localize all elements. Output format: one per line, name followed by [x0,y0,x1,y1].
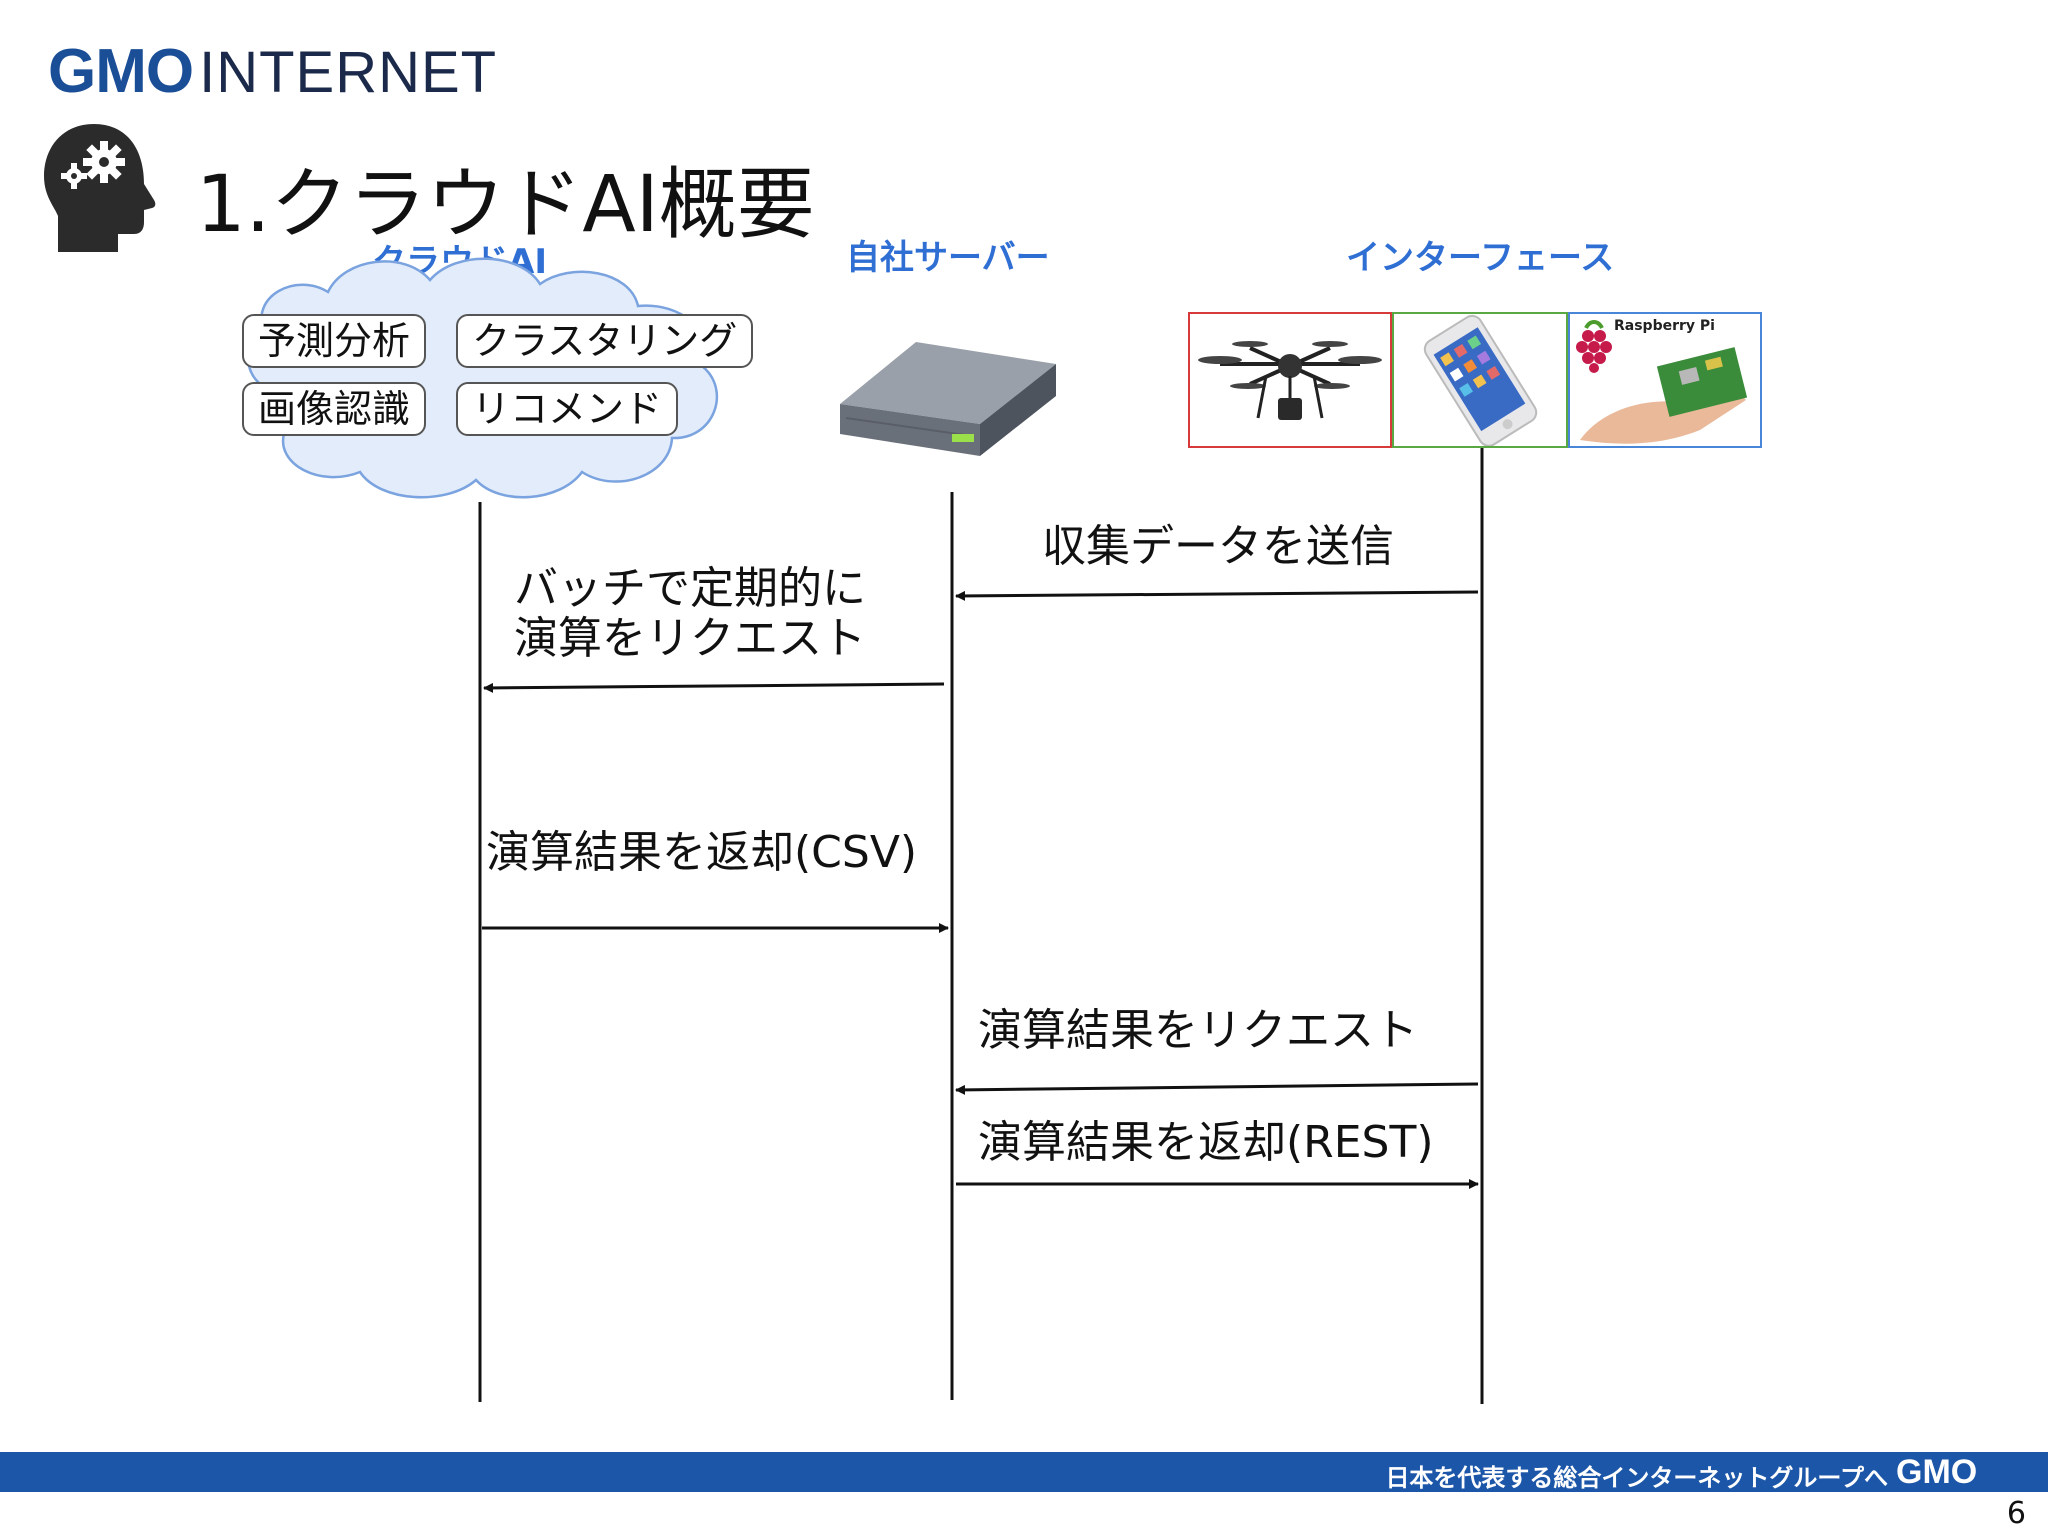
logo-gmo: GMO [48,37,194,106]
drone-image [1188,312,1392,448]
cloud-service-prediction: 予測分析 [242,314,427,368]
footer-gmo-logo: GMO [1896,1453,1978,1491]
smartphone-icon [1423,314,1538,446]
raspberry-pi-icon [1576,320,1748,444]
slide-title: 1.クラウドAI概要 [196,160,815,250]
footer-tagline: 日本を代表する総合インターネットグループへ [1385,1464,1888,1492]
msg-batch-request-line2: 演算をリクエスト [514,613,866,664]
msg-return-rest: 演算結果を返却(REST) [978,1117,1434,1168]
arrow-batch-request [483,682,945,693]
msg-request-result: 演算結果をリクエスト [978,1005,1418,1056]
raspberry-pi-label: Raspberry Pi [1614,318,1715,334]
raspberry-pi-image: Raspberry Pi [1568,312,1762,448]
smartphone-image [1392,312,1568,448]
cloud-service-image-recognition: 画像認識 [242,382,427,436]
arrow-send-collected-data [955,590,1479,601]
server-icon [840,342,1056,456]
cloud-service-recommend: リコメンド [456,382,679,436]
drone-icon [1198,341,1382,420]
arrow-request-result [955,1082,1479,1095]
msg-return-csv: 演算結果を返却(CSV) [486,827,918,878]
lane-label-interface: インターフェース [1346,238,1615,278]
footer-bar [0,1452,2048,1492]
cloud-service-clustering: クラスタリング [456,314,754,368]
logo-internet: INTERNET [199,40,498,105]
page-number: 6 [2006,1496,2026,1531]
msg-send-collected-data: 収集データを送信 [1042,521,1394,572]
head-gear-icon [44,124,156,252]
lane-label-own-server: 自社サーバー [846,238,1050,278]
msg-batch-request-line1: バッチで定期的に [514,563,866,614]
